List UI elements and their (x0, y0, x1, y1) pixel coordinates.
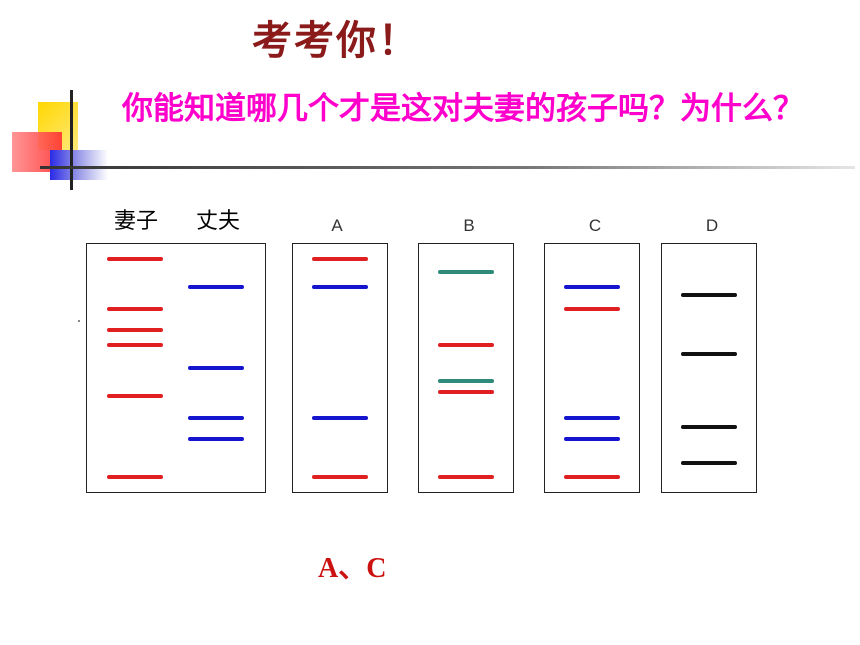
husband-band (188, 365, 244, 370)
band-a (312, 416, 368, 421)
lane-label-a: A (331, 216, 343, 235)
band-d (681, 424, 737, 429)
band-d (681, 292, 737, 297)
band-c (564, 307, 620, 312)
husband-band (188, 437, 244, 442)
answer-text: A、C (318, 553, 387, 584)
husband-band (188, 416, 244, 421)
wife-band (107, 393, 163, 398)
wife-band (107, 343, 163, 348)
band-c (564, 437, 620, 442)
lane-c (544, 243, 640, 493)
stray-dot (78, 320, 80, 322)
lane-label-c: C (588, 216, 602, 235)
band-d (681, 460, 737, 465)
band-a (312, 285, 368, 290)
band-b (438, 390, 494, 395)
husband-band (188, 285, 244, 290)
lane-b (418, 243, 514, 493)
lane-label-b: B (463, 216, 475, 235)
band-a (312, 475, 368, 480)
band-b (438, 343, 494, 348)
wife-band (107, 328, 163, 333)
band-c (564, 285, 620, 290)
lane-label-d: D (705, 216, 719, 235)
band-b (438, 270, 494, 275)
husband-label: 丈夫 (196, 209, 241, 234)
page-title: 考考你！ (252, 17, 420, 64)
band-b (438, 379, 494, 384)
lane-a (292, 243, 388, 493)
lane-d (661, 243, 757, 493)
band-c (564, 475, 620, 480)
band-a (312, 256, 368, 261)
wife-band (107, 307, 163, 312)
decorative-squares-icon (0, 90, 130, 190)
band-b (438, 475, 494, 480)
parents-lane (86, 243, 266, 493)
question-text: 你能知道哪几个才是这对夫妻的孩子吗？为什么？ (122, 91, 804, 127)
wife-band (107, 256, 163, 261)
wife-label: 妻子 (114, 209, 159, 234)
band-c (564, 416, 620, 421)
divider (40, 166, 855, 169)
band-d (681, 351, 737, 356)
wife-band (107, 475, 163, 480)
